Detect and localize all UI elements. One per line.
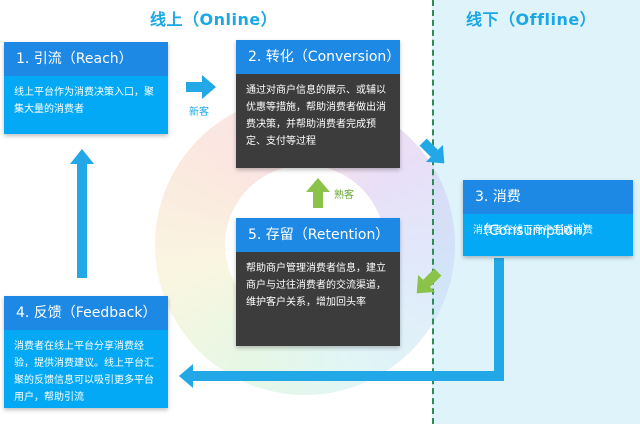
- arrow-conversion-to-consumption: [419, 138, 445, 164]
- arrow-retention-to-conversion: [306, 178, 330, 208]
- online-offline-divider: [432, 0, 434, 424]
- card-retention-body: 帮助商户管理消费者信息，建立商户与过往消费者的交流渠道，维护客户关系，增加回头率: [236, 252, 400, 346]
- card-feedback-body: 消费者在线上平台分享消费经验，提供消费建议。线上平台汇聚的反馈信息可以吸引更多平…: [4, 330, 168, 408]
- card-retention: 5. 存留（Retention） 帮助商户管理消费者信息，建立商户与过往消费者的…: [236, 218, 400, 346]
- new-customer-label: 新客: [189, 107, 209, 118]
- card-conversion-body: 通过对商户信息的展示、或辅以优惠等措施，帮助消费者做出消费决策，并帮助消费者完成…: [236, 74, 400, 168]
- offline-heading: 线下（Offline）: [466, 10, 597, 29]
- card-reach-body: 线上平台作为消费决策入口，聚集大量的消费者: [4, 76, 168, 134]
- card-reach: 1. 引流（Reach） 线上平台作为消费决策入口，聚集大量的消费者: [4, 42, 168, 134]
- card-consumption-title: 3. 消费（Consumption）: [463, 180, 633, 239]
- arrow-reach-to-conversion: [186, 75, 216, 99]
- online-heading: 线上（Online）: [150, 10, 278, 29]
- card-conversion: 2. 转化（Conversion） 通过对商户信息的展示、或辅以优惠等措施，帮助…: [236, 40, 400, 168]
- arrow-consumption-to-retention: [416, 268, 442, 294]
- card-retention-title: 5. 存留（Retention）: [236, 218, 400, 252]
- returning-customer-label: 熟客: [334, 190, 354, 201]
- card-consumption: 3. 消费（Consumption） 消费者在线下商户完成消费: [463, 180, 633, 256]
- card-feedback: 4. 反馈（Feedback） 消费者在线上平台分享消费经验，提供消费建议。线上…: [4, 296, 168, 408]
- arrow-consumption-to-feedback: [179, 258, 504, 388]
- card-consumption-body: 消费者在线下商户完成消费: [463, 214, 633, 256]
- arrow-feedback-to-reach: [70, 149, 94, 278]
- card-feedback-title: 4. 反馈（Feedback）: [4, 296, 168, 330]
- card-conversion-title: 2. 转化（Conversion）: [236, 40, 400, 74]
- card-reach-title: 1. 引流（Reach）: [4, 42, 168, 76]
